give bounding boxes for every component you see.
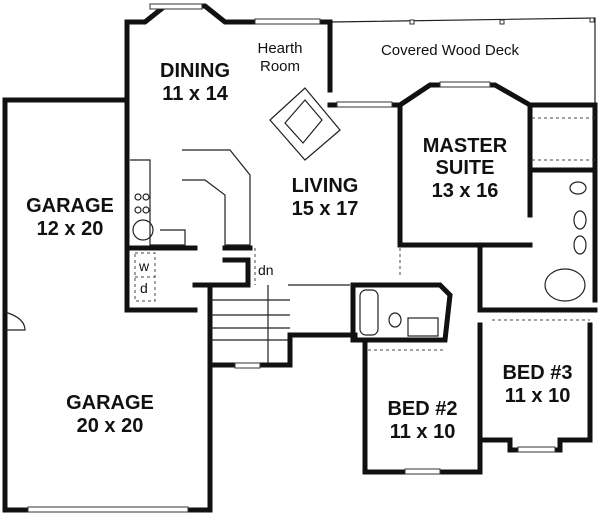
fireplace: [269, 87, 341, 161]
room-name: Covered Wood Deck: [380, 42, 520, 59]
room-name: DINING: [160, 60, 230, 82]
bed3-walls: [477, 319, 593, 453]
hall-bath: [350, 282, 453, 343]
washer-label: w: [139, 258, 150, 274]
kitchen-counters: [130, 149, 251, 246]
room-deck: Covered Wood Deck: [370, 42, 530, 60]
room-name-2: SUITE: [435, 157, 495, 179]
room-dining: DINING 11 x 14: [140, 60, 250, 106]
room-size: 15 x 17: [291, 198, 359, 220]
dining-walls: [124, 3, 403, 203]
room-bed2: BED #2 11 x 10: [375, 398, 470, 444]
room-bed3: BED #3 11 x 10: [490, 362, 585, 408]
room-garage-large: GARAGE 20 x 20: [55, 392, 165, 438]
room-name: MASTER: [422, 135, 508, 157]
room-hearth: Hearth Room: [245, 40, 315, 76]
room-name: LIVING: [291, 175, 359, 197]
room-size: 12 x 20: [36, 218, 104, 240]
room-name: BED #3: [502, 362, 573, 384]
room-size: 13 x 16: [431, 180, 499, 202]
master-suite-walls: [397, 81, 598, 313]
room-size: 11 x 10: [504, 385, 571, 407]
dryer-label: d: [140, 280, 148, 296]
stairs: [207, 248, 358, 369]
room-name: BED #2: [387, 398, 458, 420]
room-living: LIVING 15 x 17: [270, 175, 380, 221]
room-name-2: Room: [259, 58, 300, 75]
room-size: 11 x 10: [389, 421, 456, 443]
room-name: GARAGE: [66, 392, 154, 414]
stairs-down-label: dn: [258, 262, 274, 278]
garage-walls: [2, 97, 213, 513]
laundry-area: [124, 245, 253, 302]
room-size: 20 x 20: [76, 415, 144, 437]
room-garage-small: GARAGE 12 x 20: [15, 195, 125, 241]
room-name: Hearth: [257, 40, 303, 57]
room-size: 11 x 14: [162, 83, 228, 105]
room-master-suite: MASTER SUITE 13 x 16: [410, 135, 520, 203]
room-name: GARAGE: [26, 195, 114, 217]
